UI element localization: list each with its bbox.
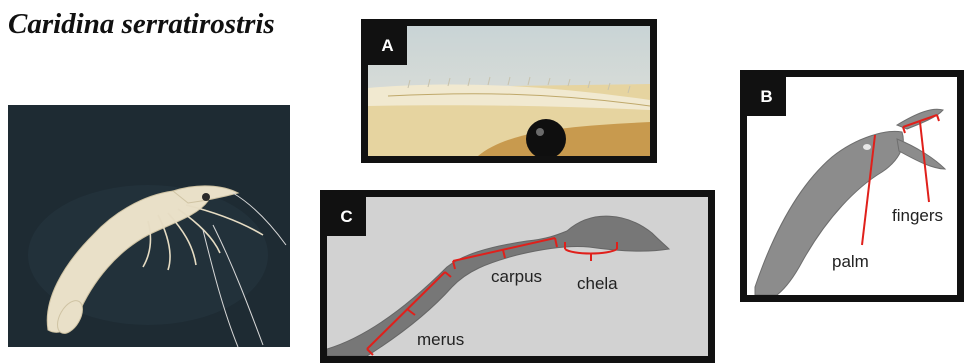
panel-a-badge: A	[368, 26, 407, 65]
shrimp-photo	[8, 105, 290, 347]
cheliped-closeup-image: carpus chela merus	[327, 197, 708, 356]
rostrum-closeup-image	[368, 26, 650, 156]
panel-c: carpus chela merus C	[320, 190, 715, 363]
figure-title: Caridina serratirostris	[8, 8, 275, 41]
panel-b-badge: B	[747, 77, 786, 116]
panel-c-badge: C	[327, 197, 366, 236]
chela-label: chela	[577, 274, 618, 293]
merus-label: merus	[417, 330, 464, 349]
panel-a: A	[361, 19, 657, 163]
shrimp-illustration	[8, 105, 290, 347]
panel-b: fingers palm B	[740, 70, 964, 302]
fingers-label: fingers	[892, 206, 943, 225]
palm-label: palm	[832, 252, 869, 271]
carpus-label: carpus	[491, 267, 542, 286]
